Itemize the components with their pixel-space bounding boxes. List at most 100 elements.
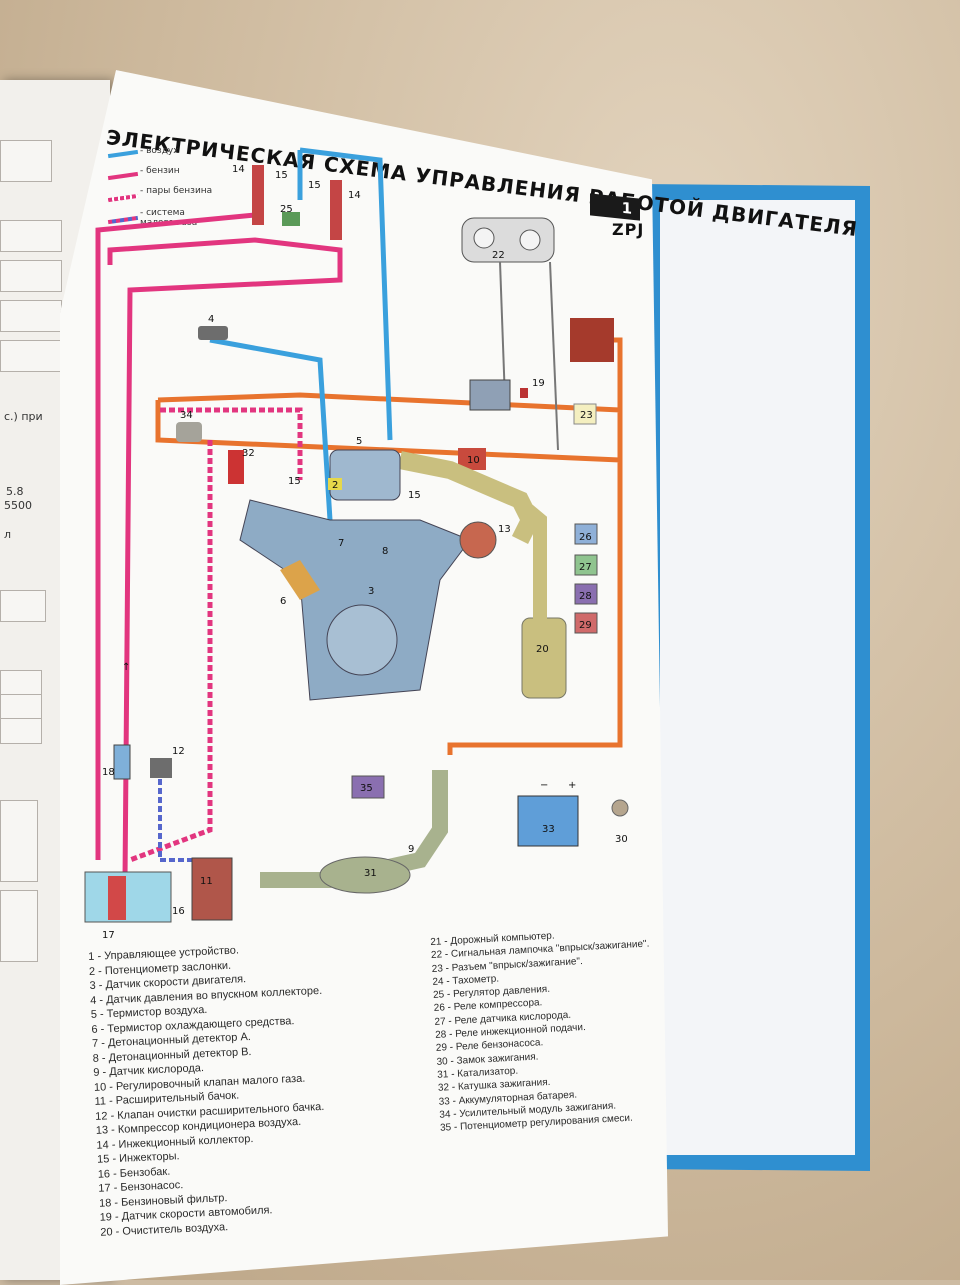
fuel-line	[95, 212, 256, 860]
captions-right: 21 - Дорожный компьютер. 22 - Сигнальная…	[430, 925, 659, 1136]
left-text: 5.8	[6, 485, 24, 498]
component-number: 35	[360, 783, 373, 794]
mixture-potentiometer	[351, 775, 385, 799]
ignition-coil	[228, 450, 244, 484]
relay-28	[574, 583, 598, 605]
battery-plus-icon: +	[568, 780, 576, 791]
map-sensor	[198, 326, 228, 340]
relay-26	[574, 523, 598, 545]
wire	[549, 261, 559, 451]
left-table-cell	[0, 260, 62, 292]
gauge-icon	[473, 227, 495, 249]
coolant-sensor	[280, 560, 320, 600]
ac-compressor	[459, 521, 497, 559]
engine-block	[239, 499, 471, 701]
catalyst	[319, 856, 411, 894]
idle-valve	[458, 448, 486, 470]
component-number: 30	[615, 834, 628, 845]
air-line	[299, 147, 393, 441]
left-table-cell	[0, 340, 62, 372]
component-number: 10	[467, 455, 480, 466]
wire	[499, 261, 506, 401]
battery-minus-icon: −	[540, 780, 548, 791]
fuel-pump	[108, 876, 126, 920]
left-table-cell	[0, 800, 38, 882]
crankshaft	[326, 604, 398, 676]
component-number: 11	[200, 876, 213, 887]
fuel-line	[107, 237, 343, 881]
component-number: 23	[580, 410, 593, 421]
component-number: 15	[275, 170, 288, 181]
left-table-cell	[0, 140, 52, 182]
component-number: 13	[498, 524, 511, 535]
gauge-icon	[519, 229, 541, 251]
pressure-regulator	[282, 212, 300, 226]
component-number: 32	[242, 448, 255, 459]
injector-rail-left	[252, 165, 264, 225]
left-text: с.) при	[4, 410, 43, 423]
injector-rail-right	[330, 180, 342, 240]
captions-left: 1 - Управляющее устройство. 2 - Потенцио…	[88, 940, 333, 1240]
component-number: 16	[172, 906, 185, 917]
component-number: 31	[364, 868, 377, 879]
component-number: 7	[338, 538, 344, 549]
purge-valve	[150, 758, 172, 778]
ignition-module	[176, 422, 202, 442]
expansion-tank	[191, 857, 233, 921]
exhaust-pipe	[260, 770, 448, 888]
component-number: 12	[172, 746, 185, 757]
ignition-lock	[611, 799, 629, 817]
component-number: 15	[288, 476, 301, 487]
legend-label: - бензин	[140, 166, 180, 176]
connector-23	[573, 403, 597, 425]
air-cleaner	[521, 617, 567, 699]
component-number: 9	[408, 844, 414, 855]
vapor-line	[160, 407, 303, 480]
left-table-cell	[0, 300, 62, 332]
component-number: 6	[280, 596, 286, 607]
wire-harness	[612, 337, 623, 410]
component-number: 8	[382, 546, 388, 557]
component-number: 17	[102, 930, 115, 941]
relay-29	[574, 612, 598, 634]
component-number: 14	[232, 164, 245, 175]
throttle-potentiometer	[328, 478, 342, 490]
component-number: 33	[542, 824, 555, 835]
component-number: 19	[532, 378, 545, 389]
speed-sensor	[520, 388, 528, 398]
cover-inner-page	[660, 200, 855, 1155]
left-table-cell	[0, 590, 46, 622]
battery	[517, 795, 579, 847]
component-number: 27	[579, 562, 592, 573]
component-number: 18	[102, 767, 115, 778]
component-number: 22	[492, 250, 505, 261]
left-table-cell	[0, 890, 38, 962]
component-number: 3	[368, 586, 374, 597]
component-number: 25	[280, 204, 293, 215]
wire-harness	[155, 400, 623, 755]
wire-harness	[157, 392, 623, 460]
component-number: 26	[579, 532, 592, 543]
fuel-tank	[84, 871, 172, 923]
fuel-filter	[113, 744, 131, 780]
arrow-up-icon: ↑	[122, 662, 130, 673]
left-table-cell	[0, 220, 62, 252]
component-number: 14	[348, 190, 361, 201]
legend-label: - пары бензина	[140, 186, 213, 196]
component-number: 34	[180, 410, 193, 421]
component-number: 4	[208, 314, 214, 325]
vapor-line	[129, 440, 213, 863]
component-number: 5	[356, 436, 362, 447]
ignition-amplifier	[570, 318, 614, 362]
air-line	[209, 337, 333, 521]
left-text: 5500	[4, 499, 32, 512]
left-table-cell	[0, 694, 42, 720]
air-intake	[398, 451, 541, 545]
component-number: 29	[579, 620, 592, 631]
left-text: л	[4, 528, 12, 541]
component-number: 15	[408, 490, 421, 501]
relay-27	[574, 554, 598, 576]
component-number: 15	[308, 180, 321, 191]
left-table-cell	[0, 718, 42, 744]
